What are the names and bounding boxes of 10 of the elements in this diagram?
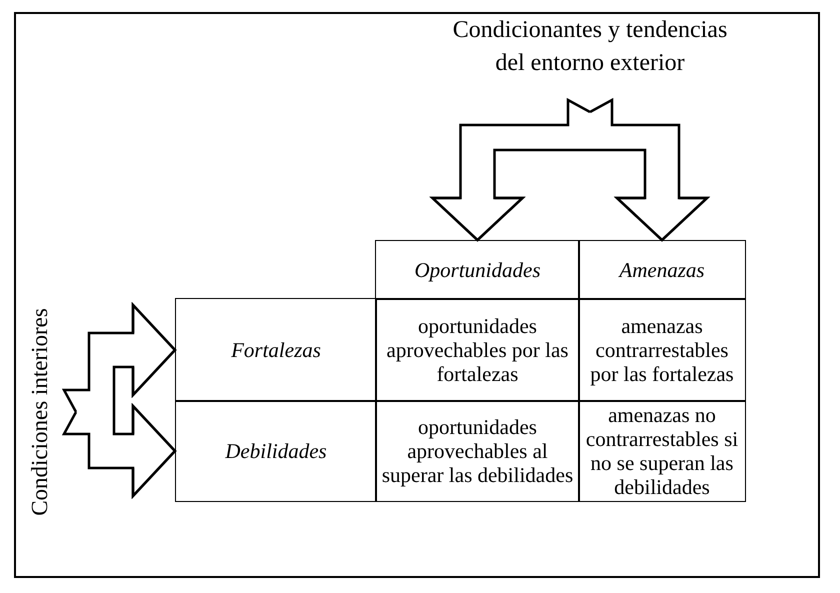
- table-cell: oportunidades aprovechables al superar las debilidades: [375, 400, 580, 502]
- row-header: Debilidades: [175, 400, 377, 502]
- table-cell: oportunidades aprovechables por las fortalezas: [375, 298, 580, 402]
- table-cell: amenazas no contrarrestables si no se superan las debilidades: [578, 400, 746, 502]
- heading-text: Condicionantes y tendencias del entorno exterior: [440, 14, 740, 94]
- table-cell: amenazas contrarrestables por las fortalezas: [578, 298, 746, 402]
- column-header: Amenazas: [578, 240, 746, 300]
- row-header: Fortalezas: [175, 298, 377, 402]
- column-header: Oportunidades: [375, 240, 580, 300]
- vertical-text: Condiciones interiores: [27, 308, 53, 516]
